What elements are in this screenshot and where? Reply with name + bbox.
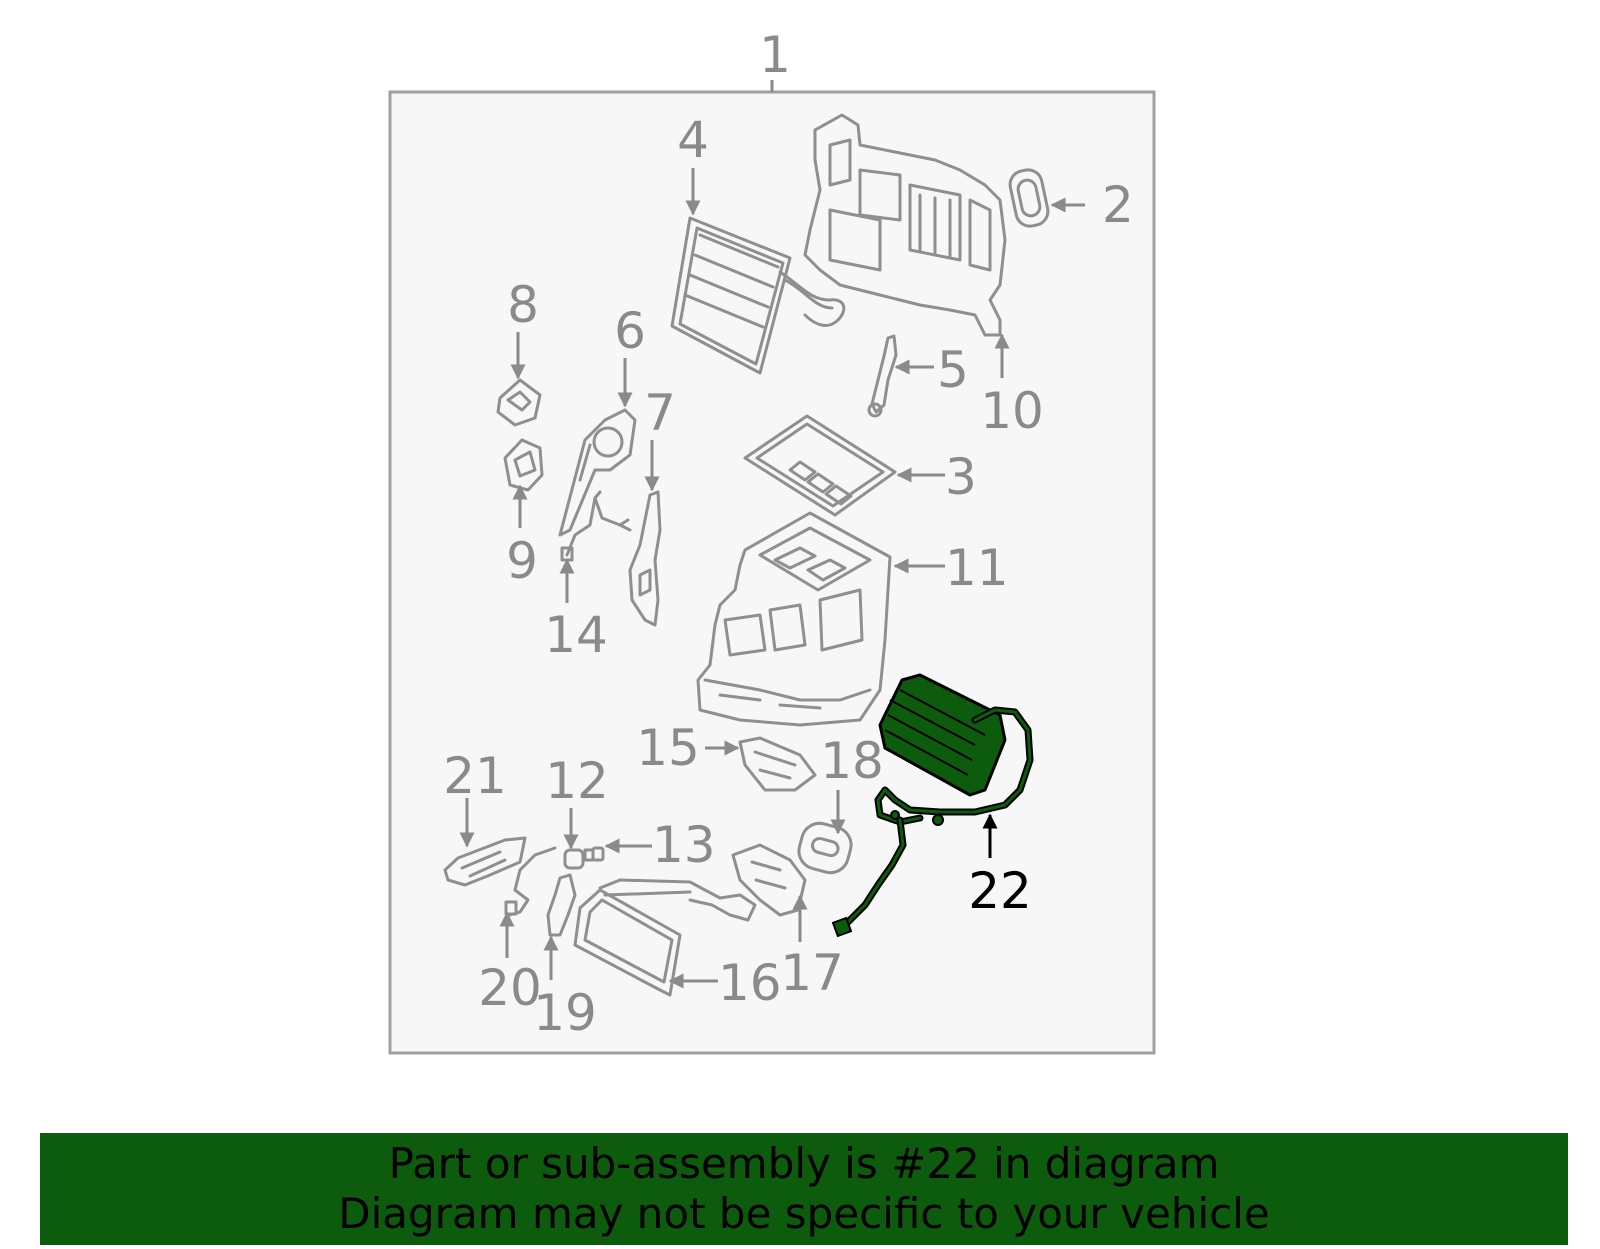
label-17: 17 xyxy=(780,944,844,1002)
label-5: 5 xyxy=(937,341,969,399)
part-9-actuator xyxy=(503,438,544,492)
label-20: 20 xyxy=(478,959,542,1017)
label-13: 13 xyxy=(652,816,716,874)
part-7-bracket xyxy=(628,490,662,627)
part-2-seal xyxy=(1008,168,1050,228)
part-8-actuator xyxy=(496,378,542,427)
part-5-drain-hose xyxy=(867,334,898,418)
part-21-duct xyxy=(443,836,527,887)
part-10-upper-case xyxy=(803,113,1007,337)
label-19: 19 xyxy=(533,984,597,1042)
part-16-heater-core xyxy=(573,878,757,997)
part-4-evaporator xyxy=(670,216,846,375)
label-1: 1 xyxy=(759,26,791,84)
banner-line-2: Diagram may not be specific to your vehi… xyxy=(338,1189,1270,1238)
callout-labels: 1 2 3 4 5 6 7 8 9 10 11 12 13 14 15 16 1… xyxy=(443,26,1134,1042)
part-11-heater-case xyxy=(696,511,892,727)
part-19-sensor xyxy=(546,873,577,937)
label-8: 8 xyxy=(507,276,539,334)
label-2: 2 xyxy=(1102,176,1134,234)
label-9: 9 xyxy=(506,532,538,590)
info-banner: Part or sub-assembly is #22 in diagram D… xyxy=(40,1133,1568,1245)
label-14: 14 xyxy=(544,606,608,664)
label-18: 18 xyxy=(820,732,884,790)
label-15: 15 xyxy=(636,719,700,777)
part-22-highlighted-assembly xyxy=(831,673,1034,938)
leader-arrows xyxy=(459,168,1085,989)
part-3-filter xyxy=(743,414,897,517)
label-6: 6 xyxy=(614,302,646,360)
part-17-bracket xyxy=(731,843,807,917)
label-7: 7 xyxy=(644,384,676,442)
banner-line-1: Part or sub-assembly is #22 in diagram xyxy=(388,1139,1220,1188)
label-10: 10 xyxy=(980,382,1044,440)
label-21: 21 xyxy=(443,747,507,805)
label-3: 3 xyxy=(945,448,977,506)
part-15-door xyxy=(738,736,817,792)
label-4: 4 xyxy=(677,111,709,169)
label-12: 12 xyxy=(545,752,609,810)
label-11: 11 xyxy=(945,539,1009,597)
part-13-clip xyxy=(591,846,605,862)
part-6-lever-arm xyxy=(558,408,637,537)
label-16: 16 xyxy=(718,954,782,1012)
label-22: 22 xyxy=(968,862,1032,920)
